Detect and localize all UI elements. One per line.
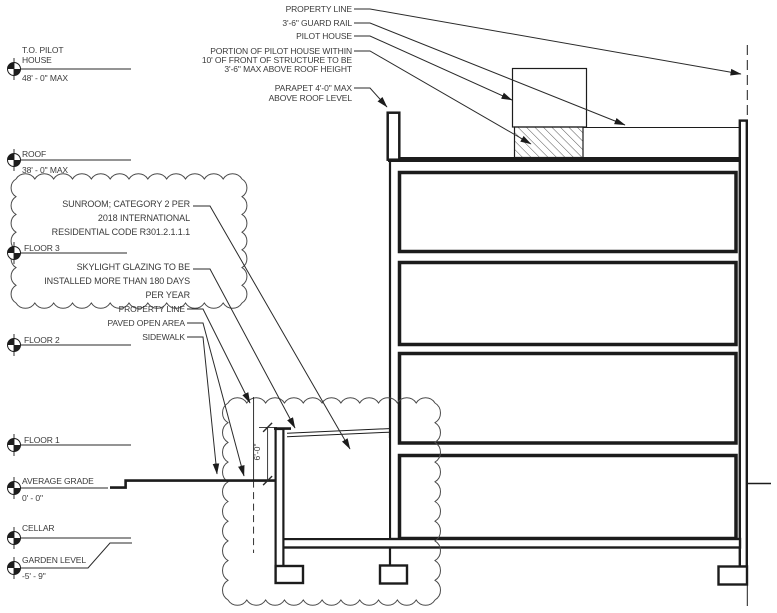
callout-property-line-site: PROPERTY LINE [118,304,186,314]
story-3-volume [397,170,738,254]
leader-lines [187,8,742,477]
story-1-volume [397,351,738,445]
level-elevation-garden-level: -5' - 9" [22,571,46,581]
leader-pilot-house [354,35,513,101]
right-parapet-wall [738,119,748,568]
skylight-glazing-lower [286,431,390,438]
callout-parapet-line-2: ABOVE ROOF LEVEL [268,93,353,103]
callout-pilot-portion-line-1: PORTION OF PILOT HOUSE WITHIN [210,46,352,56]
level-lines [14,68,132,569]
callout-paved-open-area: PAVED OPEN AREA [107,318,185,328]
dimension-6ft [259,422,277,486]
sunroom-left-wall [274,427,285,568]
leader-property-line-site [187,308,251,404]
callout-pilot-house: PILOT HOUSE [296,31,352,41]
callout-property-line-top: PROPERTY LINE [285,4,353,14]
note-skylight-line-3: PER YEAR [145,290,190,300]
leader-sidewalk [187,336,220,475]
callout-sidewalk: SIDEWALK [142,332,185,342]
revision-cloud-notes [10,173,248,309]
left-wall-footing [378,564,409,585]
revision-clouds [10,173,441,606]
level-datum-symbols [7,58,21,579]
pilot-house-box [511,67,588,128]
leader-parapet [354,87,388,108]
leader-skylight-note [193,268,296,429]
level-label-to-pilot-house: T.O. PILOT HOUSE [22,45,64,65]
level-label-floor-1: FLOOR 1 [24,435,60,445]
callout-guard-rail: 3'-6" GUARD RAIL [282,18,352,28]
leader-guard-rail [354,22,626,126]
level-elevation-to-pilot-house: 48' - 0" MAX [22,73,68,83]
callout-parapet-line-1: PARAPET 4'-0" MAX [274,83,352,93]
dim-tick-top [262,422,273,433]
callout-pilot-portion-line-3: 3'-6" MAX ABOVE ROOF HEIGHT [224,64,352,74]
leader-paved-open-area [187,322,245,477]
level-line-garden [14,542,132,569]
average-grade-thick-line [110,479,276,489]
cellar-slab [281,537,742,549]
level-elevation-roof: 38' - 0" MAX [22,165,68,175]
level-label-roof: ROOF [22,149,47,159]
story-2-volume [397,260,738,347]
note-sunroom-line-2: 2018 INTERNATIONAL [97,213,190,223]
dimension-text-6ft: 6'-0" [252,443,262,461]
leader-sunroom-note [193,205,351,450]
pilot-house-hatched-portion [513,126,584,159]
level-label-cellar: CELLAR [22,523,55,533]
level-label-garden-level: GARDEN LEVEL [22,555,86,565]
level-elevation-average-grade: 0' - 0" [22,493,43,503]
building-section [281,67,749,586]
dim-tick-bottom [262,475,273,486]
note-sunroom-line-1: SUNROOM; CATEGORY 2 PER [62,199,190,209]
callout-pilot-portion-line-2: 10' OF FRONT OF STRUCTURE TO BE [201,55,352,65]
right-wall-footing [717,565,749,586]
level-label-floor-2: FLOOR 2 [24,335,60,345]
note-skylight-line-2: INSTALLED MORE THAN 180 DAYS [44,276,190,286]
level-label-average-grade: AVERAGE GRADE [22,476,94,486]
cellar-volume [397,453,738,541]
left-parapet [386,111,401,161]
note-sunroom-line-3: RESIDENTIAL CODE R301.2.1.1.1 [51,227,190,237]
note-skylight-line-1: SKYLIGHT GLAZING TO BE [76,262,190,272]
leader-pilot-portion [354,50,532,145]
leader-property-line-top [354,8,742,76]
skylight-glazing-upper [286,428,390,434]
sunroom [274,427,390,585]
revision-cloud-sunroom [222,397,441,606]
site-lines [110,45,771,606]
sunroom-interior [284,438,389,538]
sunroom-footing [274,564,305,585]
level-label-floor-3: FLOOR 3 [24,243,60,253]
